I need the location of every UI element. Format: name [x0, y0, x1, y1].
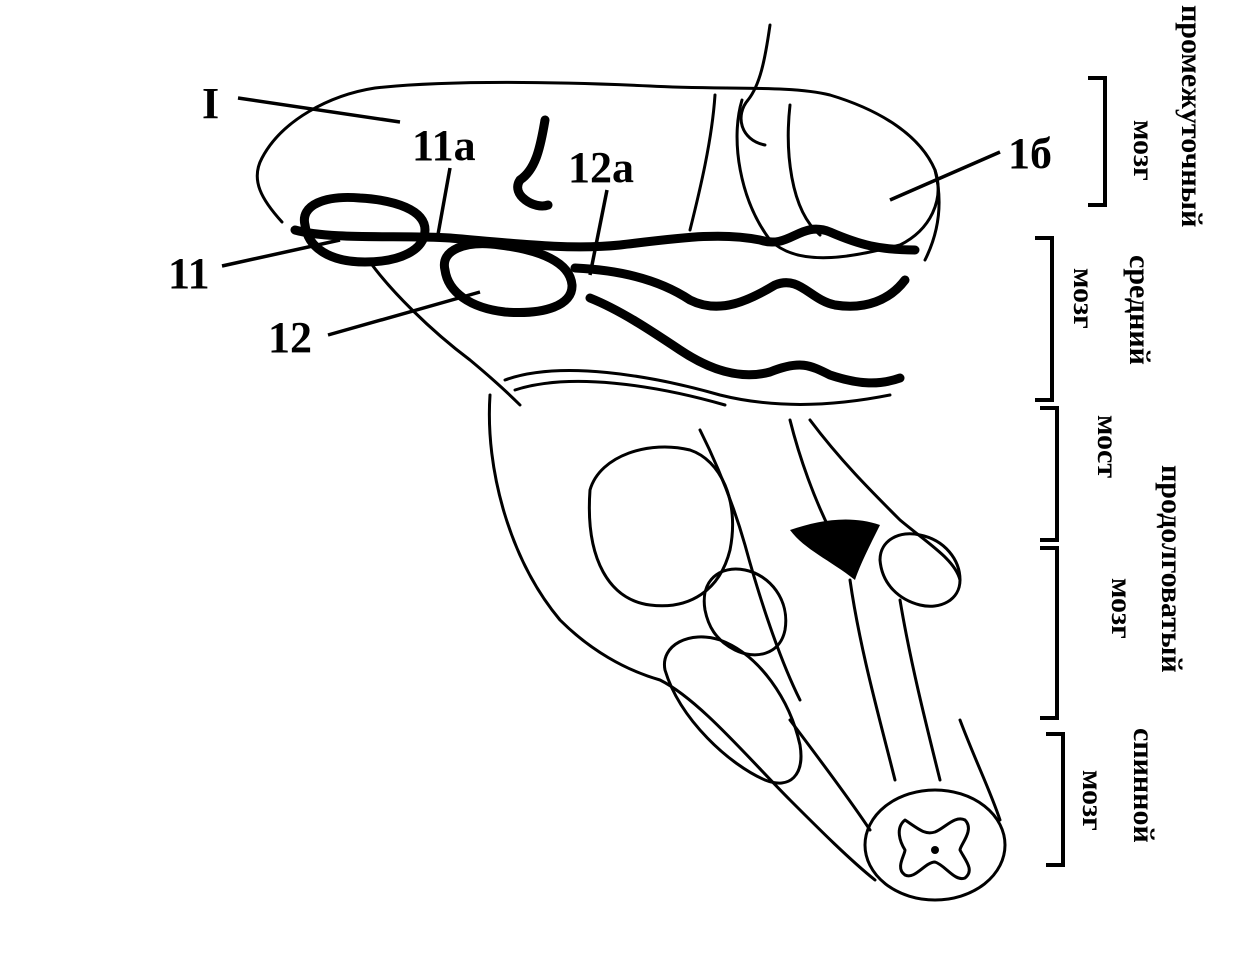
- hook-right: [739, 23, 772, 147]
- leader-11a: [435, 167, 452, 241]
- structure-11-outline: [299, 192, 430, 267]
- region-pons: мост: [1091, 415, 1124, 478]
- leader-11: [221, 238, 341, 268]
- peduncle-oval: [663, 635, 803, 785]
- spinal-outer-edge-2: [958, 718, 1002, 822]
- leader-12a: [588, 189, 609, 276]
- region-midbrain-line2: мозг: [1067, 268, 1100, 329]
- pons-lobe: [587, 445, 735, 608]
- thalamus-inner-2: [688, 93, 717, 232]
- pyramid-column: [898, 598, 942, 782]
- label-12a: 12а: [568, 143, 634, 192]
- region-diencephalon-line1: промежуточный: [1175, 5, 1208, 227]
- thalamus-inner: [786, 103, 822, 237]
- label-1b: 1б: [1008, 129, 1052, 178]
- bracket-pons: [1040, 406, 1059, 542]
- region-medulla-line1: продолговатый: [1155, 465, 1188, 673]
- leader-12: [327, 290, 481, 337]
- bracket-midbrain: [1035, 236, 1054, 402]
- label-11a: 11а: [412, 121, 476, 170]
- spinal-cord-section: [863, 788, 1007, 902]
- pons-arc-2: [513, 379, 727, 407]
- medulla-column-left: [848, 578, 897, 782]
- hook-left: [513, 115, 553, 211]
- medulla-right-edge: [808, 418, 962, 582]
- leader-I: [237, 96, 401, 124]
- midbrain-upper-band: [290, 224, 920, 255]
- pons-outer: [487, 393, 877, 882]
- region-midbrain-line1: средний: [1123, 255, 1156, 365]
- diencephalon-outline: [255, 81, 941, 262]
- medulla-left-edge: [698, 428, 802, 702]
- fourth-ventricle: [790, 519, 880, 580]
- region-diencephalon-line2: мозг: [1127, 120, 1160, 181]
- label-12: 12: [268, 313, 312, 362]
- label-11: 11: [168, 249, 210, 298]
- midbrain-lower-band: [570, 263, 910, 311]
- region-brackets: [1035, 76, 1107, 867]
- bracket-diencephalon: [1088, 76, 1107, 207]
- spinal-outer-edge: [788, 718, 872, 832]
- medulla-central: [788, 418, 832, 532]
- central-canal: [931, 846, 939, 854]
- leader-lines: [221, 96, 1001, 337]
- spinal-grey-matter: [897, 817, 971, 881]
- region-spinal-line1: спинной: [1127, 728, 1160, 843]
- brainstem-lower-outline: [368, 260, 522, 407]
- pons-upper-band: [585, 293, 905, 388]
- leader-1b: [889, 150, 1001, 202]
- brain-drawing: [255, 23, 1007, 902]
- bracket-medulla: [1040, 546, 1059, 720]
- pyramid-right: [878, 532, 962, 608]
- bracket-spinal: [1046, 732, 1065, 867]
- label-I: I: [202, 79, 219, 128]
- region-spinal-line2: мозг: [1076, 770, 1109, 831]
- region-medulla-line2: мозг: [1105, 578, 1138, 639]
- thalamus-lobe: [735, 98, 940, 260]
- pons-arc: [503, 369, 892, 406]
- structure-12-outline: [439, 239, 577, 318]
